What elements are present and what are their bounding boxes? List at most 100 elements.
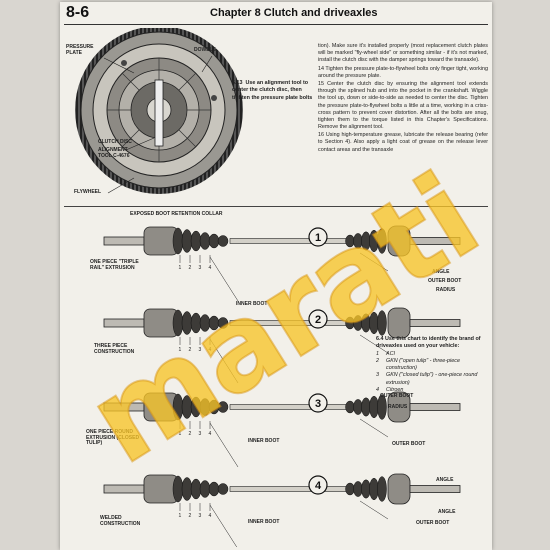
type-marker-circle: [308, 393, 328, 413]
inner-boot-fold: [181, 229, 193, 253]
outer-boot-fold: [377, 310, 387, 336]
outer-boot-fold: [361, 479, 371, 499]
label-outer-boot: OUTER BOOT: [380, 393, 414, 399]
outer-boot-fold: [369, 395, 379, 419]
label-pressure-plate: PRESSURE PLATE: [66, 44, 94, 56]
leader-line: [209, 504, 238, 547]
alignment-tool: [154, 79, 164, 147]
leader-line: [359, 500, 389, 520]
label-angle: ANGLE: [436, 477, 454, 483]
label-outer-boot: OUTER BOOT: [428, 278, 462, 284]
label-inner-boot: INNER BOOT: [248, 519, 280, 525]
paragraph: tion). Make sure it's installed properly…: [318, 43, 488, 64]
tick-label: 4: [209, 513, 212, 519]
type-marker-number: 4: [315, 480, 322, 492]
tick-label: 4: [209, 347, 212, 353]
type-marker-number: 1: [315, 232, 321, 244]
label-welded: WELDED CONSTRUCTION: [100, 515, 141, 527]
label-flywheel: FLYWHEEL: [74, 189, 102, 195]
outer-stub-shaft: [409, 403, 461, 411]
tick-label: 2: [189, 347, 192, 353]
tick-label: 4: [209, 431, 212, 437]
tick-label: 3: [199, 513, 202, 519]
tick-label: 3: [199, 265, 202, 271]
label-outer-boot: OUTER BOOT: [392, 441, 426, 447]
tick-label: 1: [179, 265, 182, 271]
tick-label: 1: [179, 347, 182, 353]
leader-line: [209, 338, 239, 384]
label-radius: RADIUS: [388, 404, 408, 410]
tick-label: 4: [209, 265, 212, 271]
label-outer-boot: OUTER BOOT: [416, 520, 450, 526]
outer-boot-fold: [361, 397, 371, 417]
outer-joint-housing: [387, 473, 411, 505]
outer-boot-fold: [353, 399, 363, 415]
outer-boot-fold: [353, 481, 363, 497]
inner-boot-fold: [199, 232, 211, 250]
inner-boot-fold: [181, 477, 193, 501]
stub-shaft: [103, 318, 145, 328]
type-marker-circle: [308, 309, 328, 329]
tick-label: 2: [189, 265, 192, 271]
figure-caption: 5.13 Use an alignment tool to center the…: [232, 80, 316, 102]
inner-boot-fold: [217, 483, 229, 495]
paragraph: 15 Center the clutch disc by ensuring th…: [318, 80, 488, 131]
chapter-title: Chapter 8 Clutch and driveaxles: [210, 7, 378, 19]
outer-boot-fold: [377, 394, 387, 420]
leader-line: [359, 418, 389, 438]
caption-text: Use an alignment tool to center the clut…: [232, 80, 313, 101]
outer-stub-shaft: [409, 237, 461, 245]
label-three-piece: THREE PIECE CONSTRUCTION: [94, 343, 135, 355]
header-rule: [64, 24, 488, 25]
outer-boot-fold: [369, 477, 379, 501]
tick-label: 2: [189, 431, 192, 437]
label-angle: ANGLE: [438, 509, 456, 515]
tick-label: 1: [179, 431, 182, 437]
tick-label: 2: [189, 513, 192, 519]
label-one-piece-round: ONE PIECE ROUND EXTRUSION (CLOSED TULIP): [86, 429, 140, 446]
outer-boot-fold: [345, 400, 355, 414]
label-inner-boot: INNER BOOT: [248, 438, 280, 444]
label-dowels: DOWELS: [194, 47, 216, 53]
inner-boot-fold: [208, 233, 220, 249]
legend-title: 6.4 Use this chart to identify the brand…: [376, 336, 481, 350]
type-marker-number: 3: [315, 398, 321, 410]
inner-boot-fold: [190, 230, 202, 252]
leader-line: [209, 256, 239, 302]
tick-label: 3: [199, 431, 202, 437]
section-rule: [64, 206, 488, 207]
inner-boot-fold: [190, 478, 202, 500]
page-number: 8-6: [66, 4, 90, 21]
outer-stub-shaft: [409, 319, 461, 327]
inner-boot-fold: [172, 475, 184, 503]
outer-stub-shaft: [409, 485, 461, 493]
tick-label: 1: [179, 513, 182, 519]
interconnecting-shaft: [229, 486, 351, 492]
inner-boot-fold: [208, 481, 220, 497]
label-one-piece-triple-rail: ONE PIECE "TRIPLE RAIL" EXTRUSION: [90, 259, 139, 271]
label-retention-collar: EXPOSED BOOT RETENTION COLLAR: [130, 211, 223, 217]
inner-boot-fold: [172, 227, 184, 255]
procedure-text: tion). Make sure it's installed properly…: [318, 43, 488, 155]
leader-line: [209, 422, 239, 468]
inner-boot-fold: [199, 480, 211, 498]
type-marker-number: 2: [315, 314, 321, 326]
driveaxle-legend: 6.4 Use this chart to identify the brand…: [376, 336, 488, 394]
leader-line: [359, 252, 389, 272]
type-marker-circle: [308, 227, 328, 247]
label-alignment-tool: ALIGNMENT TOOL C-4676: [98, 147, 130, 159]
outer-boot-fold: [377, 476, 387, 502]
outer-boot-fold: [345, 482, 355, 496]
clutch-alignment-illustration: [75, 28, 243, 194]
leader-line: [359, 334, 389, 354]
paragraph: 14 Tighten the pressure plate-to-flywhee…: [318, 65, 488, 79]
label-clutch-disc: CLUTCH DISC: [98, 139, 132, 145]
inner-boot-fold: [217, 317, 229, 329]
label-angle: ANGLE: [432, 269, 450, 275]
inner-boot-fold: [217, 401, 229, 413]
